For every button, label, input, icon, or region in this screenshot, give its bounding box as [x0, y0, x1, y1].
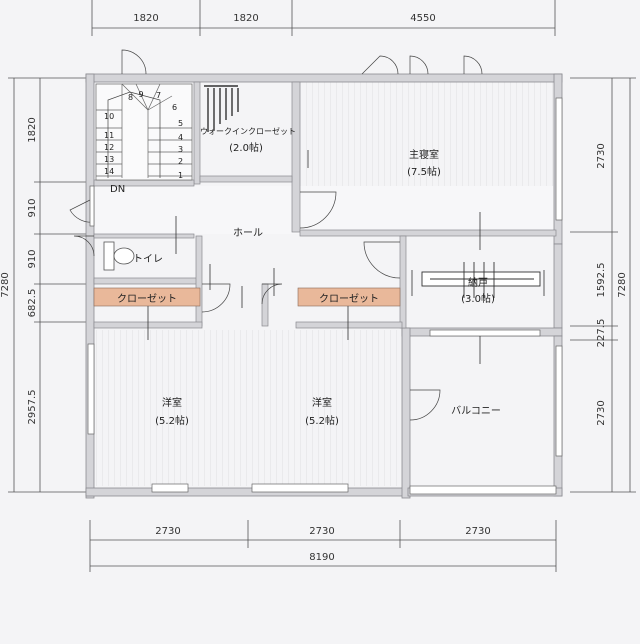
dim-left-5: 2957.5 [27, 390, 38, 425]
toilet-fixture [103, 241, 135, 271]
dim-bottom-1: 2730 [155, 526, 180, 537]
stair-step-4: 4 [178, 133, 183, 142]
dim-right-4: 2730 [596, 400, 607, 425]
dim-bottom-2: 2730 [309, 526, 334, 537]
dim-right-total: 7280 [617, 272, 628, 297]
dim-bottom-total: 8190 [309, 552, 334, 563]
stair-step-11: 11 [104, 131, 114, 140]
master-bedroom-name: 主寝室 [409, 148, 439, 161]
western-room-right-size: (5.2帖) [305, 414, 339, 427]
stairs-down-label: DN [110, 184, 125, 195]
western-room-right-name: 洋室 [312, 396, 332, 409]
walkin-closet-size: (2.0帖) [229, 141, 263, 154]
stair-step-3: 3 [178, 145, 183, 154]
storage-size: (3.0帖) [461, 292, 495, 305]
stair-step-1: 1 [178, 171, 183, 180]
dimension-left [8, 77, 92, 493]
dim-top-1: 1820 [133, 13, 158, 24]
dim-left-total: 7280 [0, 272, 11, 297]
dim-left-3: 910 [27, 249, 38, 268]
wall-markers [147, 150, 545, 364]
floor-areas [94, 82, 558, 486]
stair-step-9: 9 [138, 90, 143, 99]
dim-right-1: 2730 [596, 143, 607, 168]
closet-right-label: クローゼット [319, 293, 379, 305]
windows [87, 97, 563, 495]
stair-step-2: 2 [178, 157, 183, 166]
dim-right-2: 1592.5 [596, 263, 607, 298]
dim-left-2: 910 [27, 198, 38, 217]
dim-left-4: 682.5 [27, 289, 38, 318]
storage-hanger-rod [421, 262, 541, 298]
walkin-closet-shelving [204, 85, 239, 132]
door-swings [69, 49, 483, 421]
master-bedroom-size: (7.5帖) [407, 165, 441, 178]
stair-step-13: 13 [104, 155, 114, 164]
dimension-top [91, 0, 556, 36]
stair-step-10: 10 [104, 112, 114, 121]
dim-bottom-3: 2730 [465, 526, 490, 537]
stair-step-12: 12 [104, 143, 114, 152]
walkin-closet-name: ウォークインクローゼット [200, 126, 296, 136]
dimension-right [570, 77, 636, 493]
stair-step-5: 5 [178, 119, 183, 128]
western-room-left-size: (5.2帖) [155, 414, 189, 427]
stair-step-14: 14 [104, 167, 114, 176]
dim-right-3: 227.5 [596, 319, 607, 348]
balcony-label: バルコニー [451, 405, 501, 417]
storage-name: 納戸 [468, 276, 488, 289]
dim-left-1: 1820 [27, 117, 38, 142]
dim-top-2: 1820 [233, 13, 258, 24]
toilet-label: トイレ [133, 254, 163, 265]
dimension-bottom [89, 520, 557, 572]
stair-step-7: 7 [156, 91, 161, 100]
stair-step-6: 6 [172, 103, 177, 112]
closet-left [93, 287, 201, 307]
closet-right [297, 287, 401, 307]
western-room-left-name: 洋室 [162, 396, 182, 409]
hall-label: ホール [233, 227, 263, 239]
dim-top-3: 4550 [410, 13, 435, 24]
stair-step-8: 8 [128, 93, 133, 102]
closet-left-label: クローゼット [117, 293, 177, 305]
staircase [95, 83, 193, 181]
